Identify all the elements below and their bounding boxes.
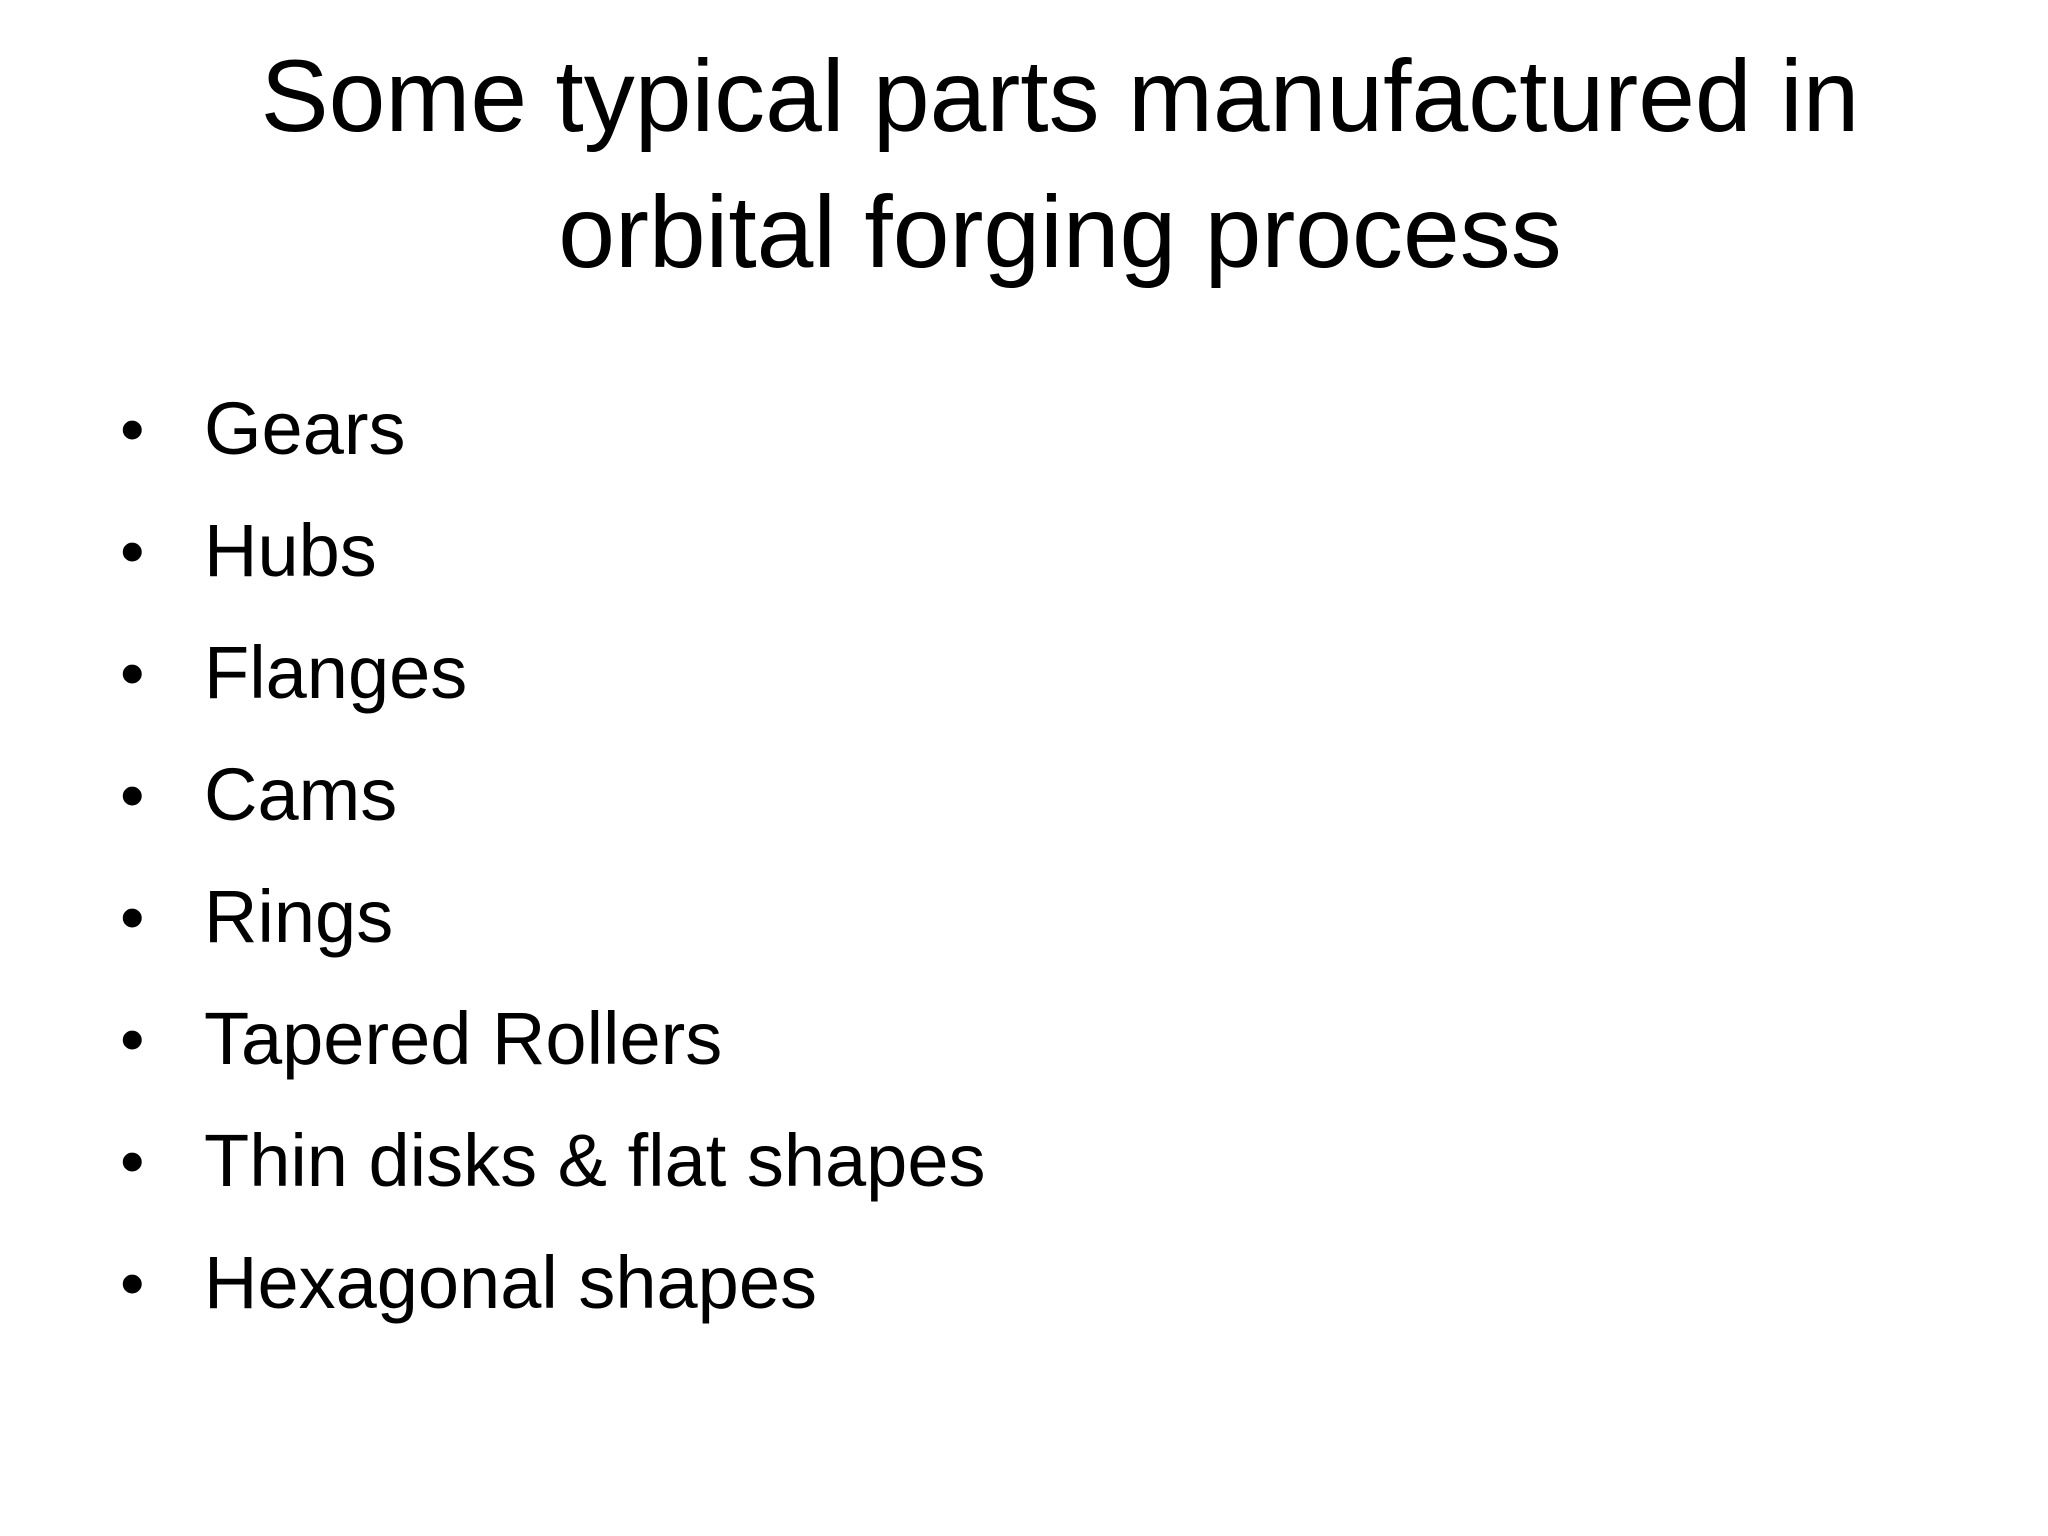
- list-item: • Hexagonal shapes: [120, 1222, 985, 1344]
- list-item: • Flanges: [120, 612, 985, 734]
- slide-title-line-1: Some typical parts manufactured in: [260, 39, 1860, 153]
- list-item-text: Hexagonal shapes: [204, 1241, 817, 1324]
- bullet-icon: •: [120, 756, 145, 834]
- list-item-text: Hubs: [204, 509, 377, 592]
- list-item: • Thin disks & flat shapes: [120, 1100, 985, 1222]
- bullet-icon: •: [120, 1000, 145, 1078]
- list-item: • Cams: [120, 734, 985, 856]
- list-item: • Rings: [120, 856, 985, 978]
- bullet-list: • Gears • Hubs • Flanges • Cams • Rings …: [120, 368, 985, 1344]
- list-item-text: Rings: [204, 875, 394, 958]
- bullet-icon: •: [120, 390, 145, 468]
- bullet-icon: •: [120, 512, 145, 590]
- list-item-text: Thin disks & flat shapes: [204, 1119, 986, 1202]
- list-item: • Hubs: [120, 490, 985, 612]
- bullet-icon: •: [120, 1244, 145, 1322]
- list-item-text: Flanges: [204, 631, 468, 714]
- slide-title: Some typical parts manufactured in orbit…: [100, 28, 2020, 300]
- slide-title-line-2: orbital forging process: [558, 175, 1562, 289]
- bullet-icon: •: [120, 878, 145, 956]
- list-item-text: Cams: [204, 753, 398, 836]
- list-item: • Tapered Rollers: [120, 978, 985, 1100]
- list-item-text: Tapered Rollers: [204, 997, 723, 1080]
- bullet-icon: •: [120, 1122, 145, 1200]
- list-item: • Gears: [120, 368, 985, 490]
- bullet-icon: •: [120, 634, 145, 712]
- list-item-text: Gears: [204, 387, 406, 470]
